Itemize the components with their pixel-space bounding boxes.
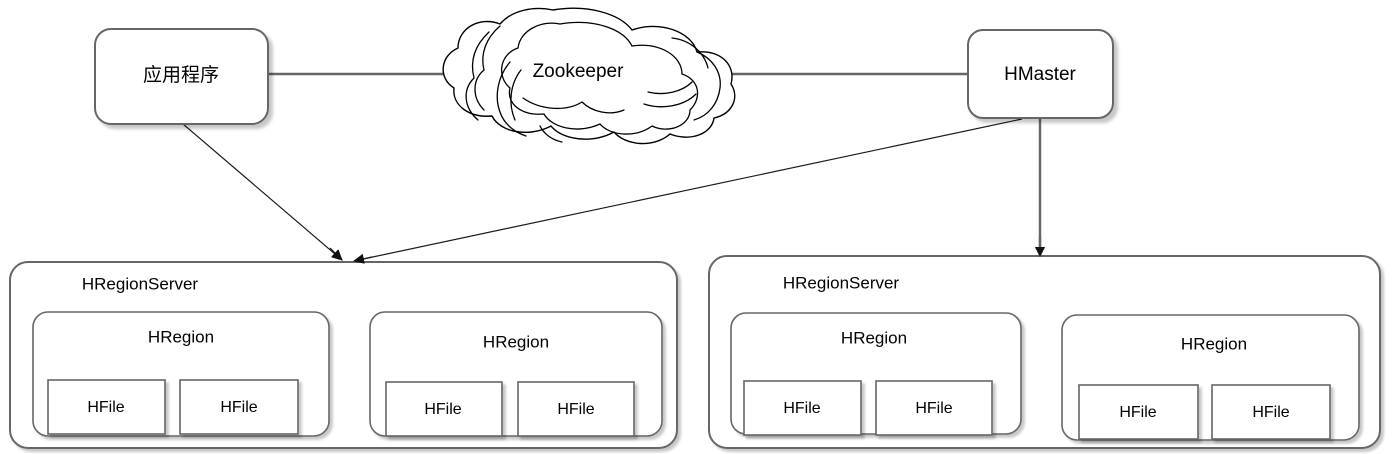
node-zookeeper[interactable]: Zookeeper	[442, 7, 736, 145]
hfile-right-1-2-label: HFile	[915, 400, 952, 417]
zookeeper-cloud-inner-10	[522, 97, 625, 114]
zookeeper-cloud-inner-3	[465, 31, 490, 121]
hfile-right-2-1-label: HFile	[1119, 404, 1156, 421]
region-right-1[interactable]: HRegion HFile HFile	[730, 312, 1022, 436]
zookeeper-cloud-inner-6	[693, 51, 721, 121]
zookeeper-cloud-inner-8	[647, 81, 693, 95]
arrowhead-application-to-regionserver-left	[329, 247, 343, 261]
hfile-left-2-1-box[interactable]	[385, 381, 503, 437]
zookeeper-cloud-inner-2	[474, 25, 501, 111]
hfile-left-1-2-label: HFile	[220, 399, 257, 416]
region-left-1-label: HRegion	[148, 327, 214, 346]
edge-application-to-regionserver-left	[182, 123, 343, 261]
hfile-right-1-1-box[interactable]	[743, 380, 862, 436]
connector-arrowheads-overlay	[329, 236, 1045, 264]
hfile-right-1-1[interactable]: HFile	[743, 380, 862, 436]
hfile-right-1-2-box[interactable]	[875, 380, 993, 436]
hfile-right-2-1[interactable]: HFile	[1078, 384, 1199, 440]
region-server-right-label: HRegionServer	[783, 273, 900, 292]
hfile-left-2-2-label: HFile	[557, 401, 594, 418]
hfile-right-2-2[interactable]: HFile	[1211, 384, 1331, 440]
hfile-right-2-2-label: HFile	[1252, 404, 1289, 421]
zookeeper-cloud-inner-11	[539, 125, 563, 143]
zookeeper-label: Zookeeper	[533, 61, 625, 82]
hmaster-box[interactable]	[967, 29, 1114, 119]
hfile-right-2-1-box[interactable]	[1078, 384, 1199, 440]
region-server-left[interactable]: HRegionServer HRegion HFile HFile HRegio…	[9, 261, 678, 449]
zookeeper-cloud-inner-1	[500, 21, 699, 135]
hfile-left-2-2[interactable]: HFile	[517, 381, 635, 437]
hfile-left-1-1-label: HFile	[87, 399, 124, 416]
zookeeper-cloud-inner-7	[671, 37, 709, 69]
hfile-left-1-2-box[interactable]	[179, 379, 299, 435]
region-left-1[interactable]: HRegion HFile HFile	[32, 311, 330, 437]
arrowhead-hmaster-to-regionserver-left	[353, 253, 373, 264]
hmaster-label: HMaster	[1004, 64, 1076, 85]
zookeeper-cloud-inner-4	[496, 61, 527, 137]
hfile-left-2-1[interactable]: HFile	[385, 381, 503, 437]
zookeeper-cloud-inner-5	[510, 69, 522, 121]
node-hmaster[interactable]: HMaster	[967, 29, 1114, 119]
zookeeper-cloud-shape[interactable]	[442, 7, 736, 145]
hfile-right-1-2[interactable]: HFile	[875, 380, 993, 436]
region-left-2-label: HRegion	[483, 332, 549, 351]
hfile-right-1-1-label: HFile	[783, 400, 820, 417]
hfile-right-2-2-box[interactable]	[1211, 384, 1331, 440]
hfile-left-1-2[interactable]: HFile	[179, 379, 299, 435]
hfile-left-2-1-label: HFile	[424, 401, 461, 418]
application-label: 应用程序	[143, 64, 219, 86]
region-server-left-label: HRegionServer	[82, 274, 199, 293]
region-right-1-label: HRegion	[841, 328, 907, 347]
application-box[interactable]	[94, 28, 269, 125]
region-server-right[interactable]: HRegionServer HRegion HFile HFile HRegio…	[708, 255, 1381, 449]
hfile-left-1-1[interactable]: HFile	[47, 379, 166, 435]
region-right-2-label: HRegion	[1181, 334, 1247, 353]
hfile-left-2-2-box[interactable]	[517, 381, 635, 437]
edge-hmaster-to-regionserver-left	[353, 118, 1023, 264]
zookeeper-cloud-inner-9	[643, 93, 697, 108]
region-left-2[interactable]: HRegion HFile HFile	[369, 311, 663, 437]
hfile-left-1-1-box[interactable]	[47, 379, 166, 435]
node-application[interactable]: 应用程序	[94, 28, 269, 125]
region-right-2[interactable]: HRegion HFile HFile	[1061, 314, 1360, 441]
